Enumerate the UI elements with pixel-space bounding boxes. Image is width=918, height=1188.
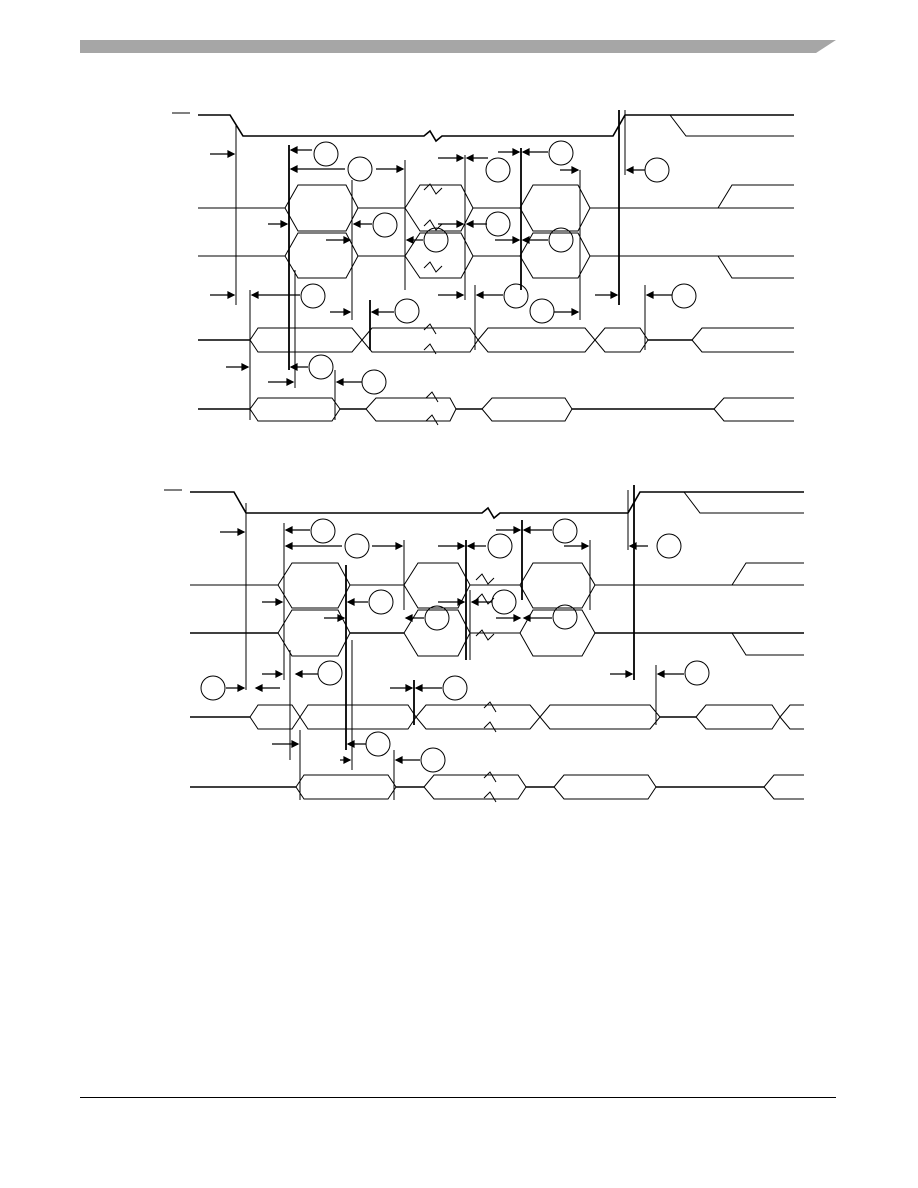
signal-data-bottom bbox=[190, 771, 804, 803]
timing-label bbox=[300, 283, 326, 309]
timing-label bbox=[313, 141, 339, 167]
reference-lines-bottom bbox=[245, 485, 657, 800]
timing-label bbox=[344, 533, 370, 559]
signal-address-bottom bbox=[190, 701, 804, 733]
signal-bus-b-bottom bbox=[190, 609, 804, 657]
timing-label bbox=[442, 675, 468, 701]
timing-label bbox=[684, 660, 710, 686]
signal-data-top bbox=[198, 391, 794, 426]
timing-arrows-bottom bbox=[220, 526, 684, 764]
timing-label bbox=[485, 157, 511, 183]
timing-label bbox=[372, 212, 398, 238]
footer-rule bbox=[80, 1097, 836, 1098]
timing-label bbox=[485, 211, 511, 237]
reference-lines-top bbox=[235, 110, 646, 420]
timing-labels-top bbox=[300, 140, 697, 395]
timing-label bbox=[347, 156, 373, 182]
timing-label bbox=[529, 298, 555, 324]
signal-bus-b-top bbox=[198, 232, 794, 279]
timing-arrows-top bbox=[210, 146, 672, 386]
timing-label bbox=[491, 589, 517, 615]
timing-diagram-top bbox=[172, 110, 794, 426]
timing-label bbox=[503, 283, 529, 309]
header-bar bbox=[80, 40, 836, 53]
timing-label bbox=[487, 533, 513, 559]
signal-cs-top bbox=[172, 112, 794, 143]
timing-label bbox=[552, 604, 578, 630]
timing-label bbox=[368, 589, 394, 615]
timing-label bbox=[552, 518, 578, 544]
timing-label bbox=[394, 298, 420, 324]
timing-label bbox=[308, 354, 334, 380]
timing-label bbox=[423, 227, 449, 253]
timing-label bbox=[317, 660, 343, 686]
timing-label bbox=[361, 369, 387, 395]
timing-diagram-bottom bbox=[164, 485, 804, 803]
timing-label bbox=[656, 533, 682, 559]
timing-label bbox=[310, 518, 336, 544]
timing-label bbox=[644, 157, 670, 183]
timing-label bbox=[365, 731, 391, 757]
timing-labels-bottom bbox=[200, 518, 710, 773]
signal-bus-a-bottom bbox=[190, 562, 804, 609]
header-banner bbox=[80, 40, 836, 53]
timing-label bbox=[548, 227, 574, 253]
timing-label bbox=[424, 605, 450, 631]
timing-label bbox=[420, 747, 446, 773]
timing-label bbox=[548, 140, 574, 166]
signal-cs-bottom bbox=[164, 489, 804, 520]
timing-label bbox=[200, 675, 226, 701]
timing-label bbox=[671, 283, 697, 309]
signal-address-top bbox=[198, 323, 794, 355]
